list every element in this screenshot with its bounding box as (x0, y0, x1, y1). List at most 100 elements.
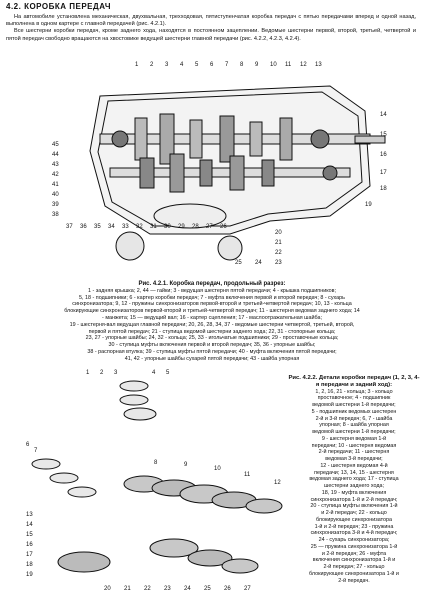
callout-38: 38 (52, 212, 59, 218)
callout-11: 11 (244, 472, 251, 478)
figure2-line: блокирующее синхронизатора (315, 516, 393, 523)
callout-14: 14 (380, 112, 387, 118)
callout-28: 28 (192, 224, 199, 230)
figure2-line: передачи; 10 - шестерня ведомая (311, 442, 397, 449)
figure2-line: ведомой шестерни 1-й передачи; (312, 429, 396, 435)
callout-40: 40 (52, 192, 59, 198)
callout-19: 19 (365, 202, 372, 208)
figure2-line: передачи; 13, 14, 15 - шестерня (314, 469, 394, 476)
figure2-line: 24 - сухарь синхронизатора; (318, 537, 390, 543)
figure2-line: 5 - подшипник ведомых шестерен (311, 408, 397, 415)
callout-39: 39 (52, 202, 59, 208)
figure1-line: 1 - задняя крышка; 2, 44 — гайки; 3 - ве… (88, 287, 336, 294)
callout-16: 16 (26, 542, 33, 548)
gearbox-parts-drawing: 1 2 3 4 5 6 7 8 9 10 11 12 13 14 15 16 1… (26, 370, 283, 592)
figure2-line: 9 - шестерня ведомая 1-й (321, 435, 387, 442)
figure2-line: и 2-й передач; 26 - муфта (321, 550, 387, 557)
callout-8: 8 (240, 62, 244, 68)
intro-paragraph-1: На автомобиле установлена механическая, … (6, 14, 416, 28)
callout-34: 34 (108, 224, 115, 230)
figure2-caption: Рис. 4.2.2. Детали коробки передач (1, 2… (288, 375, 420, 584)
callout-18: 18 (26, 562, 33, 568)
callout-37: 37 (66, 224, 73, 230)
callout-27: 27 (206, 224, 213, 230)
intro-text: На автомобиле установлена механическая, … (6, 14, 416, 43)
figure2-line: синхронизатора 3-й и 4-й передач; (310, 530, 398, 537)
callout-42: 42 (52, 172, 59, 178)
callout-25: 25 (204, 586, 211, 592)
callout-22: 22 (144, 586, 151, 592)
figure2-line: упорная; 8 - шайба упорная (319, 422, 389, 429)
callout-45: 45 (52, 142, 59, 148)
figure1-line: 5, 18 - подшипники; 6 - картер коробки п… (79, 294, 345, 301)
callout-43: 43 (52, 162, 59, 168)
figure1-line: первой и пятой передач; 21 - ступица вед… (88, 328, 336, 335)
callout-10: 10 (214, 466, 221, 472)
callout-15: 15 (26, 532, 33, 538)
callout-8: 8 (154, 460, 158, 466)
figure2-line: 2-й передачи; 11 - шестерня (318, 449, 390, 456)
callout-4: 4 (152, 370, 156, 376)
callout-10: 10 (270, 62, 277, 68)
callout-9: 9 (255, 62, 259, 68)
callout-15: 15 (380, 132, 387, 138)
callout-3: 3 (165, 62, 169, 68)
figure2-line: 2-й передач. (338, 577, 370, 584)
figure1-line: 23, 27 - упорные шайбы; 24, 32 - кольца;… (85, 335, 339, 342)
figure2-line: ведомая заднего хода; 17 - ступица (309, 476, 399, 483)
figure2-line: включения синхронизатора 1-й и (312, 557, 396, 564)
callout-14: 14 (26, 522, 33, 528)
callout-5: 5 (195, 62, 199, 68)
figure2-line: 2-й и 3-й передач; 6, 7 - шайба (315, 415, 393, 422)
callout-17: 17 (26, 552, 33, 558)
callout-31: 31 (150, 224, 157, 230)
callout-30: 30 (164, 224, 171, 230)
callout-2: 2 (150, 62, 154, 68)
figure1-line: синхронизатора; 9, 12 - пружины синхрони… (72, 301, 352, 308)
figure2-line: 18, 19 - муфта включения (321, 489, 387, 496)
callout-27: 27 (244, 586, 251, 592)
gearbox-section-drawing: 1 2 3 4 5 6 7 8 9 10 11 12 13 14 15 16 1… (52, 62, 387, 266)
callout-9: 9 (184, 462, 188, 468)
callout-3: 3 (114, 370, 118, 376)
callout-19: 19 (26, 572, 33, 578)
figure1-line: 41, 42 - упорные шайбы сухарей пятой пер… (124, 355, 300, 362)
figure2-line: 20 - ступица муфты включения 1-й (310, 503, 398, 510)
callout-13: 13 (26, 512, 33, 518)
figure1-line: 38 - распорная втулка; 39 - ступица муфт… (87, 348, 337, 355)
callout-4: 4 (180, 62, 184, 68)
figure2-line: 12 - шестерня ведомая 4-й (320, 462, 388, 469)
callout-23: 23 (164, 586, 171, 592)
callout-20: 20 (104, 586, 111, 592)
callout-7: 7 (34, 448, 38, 454)
figure2-line: ведомая 3-й передачи; (325, 456, 383, 462)
figure1-caption: Рис. 4.2.1. Коробка передач, продольный … (8, 281, 416, 363)
figure2-line: 1, 2, 16, 21 - кольца; 3 - кольцо (315, 388, 393, 395)
figure2-line: проставочное; 4 - подшипник (317, 395, 391, 402)
figure2-line: шестерни заднего хода; (324, 483, 384, 489)
callout-24: 24 (255, 260, 262, 266)
callout-5: 5 (166, 370, 170, 376)
callout-26: 26 (224, 586, 231, 592)
figure2-line: 2-й передач; 27 - кольцо (323, 564, 385, 570)
section-heading: 4.2. КОРОБКА ПЕРЕДАЧ (6, 2, 112, 11)
callout-12: 12 (274, 480, 281, 486)
callout-16: 16 (380, 152, 387, 158)
figure2-line: синхронизатора 1-й и 2-й передач; (310, 496, 398, 503)
figure1-title: Рис. 4.2.1. Коробка передач, продольный … (138, 281, 286, 287)
callout-35: 35 (94, 224, 101, 230)
callout-36: 36 (80, 224, 87, 230)
callout-44: 44 (52, 152, 59, 158)
callout-20: 20 (275, 230, 282, 236)
callout-6: 6 (210, 62, 214, 68)
figure2-line: ведомой шестерни 1-й передачи; (312, 402, 396, 408)
figure1-line: - манжета; 15 — ведущий вал; 16 - картер… (102, 314, 322, 321)
callout-18: 18 (380, 186, 387, 192)
figure1-line: 30 - ступица муфты включения первой и вт… (108, 342, 316, 349)
figure2-line: и 2-й передач; 22 - кольцо (321, 510, 387, 516)
callout-26: 26 (220, 224, 227, 230)
callout-6: 6 (26, 442, 30, 448)
figure1-line: блокирующие синхронизаторов первой-второ… (64, 308, 360, 315)
callout-1: 1 (86, 370, 90, 376)
